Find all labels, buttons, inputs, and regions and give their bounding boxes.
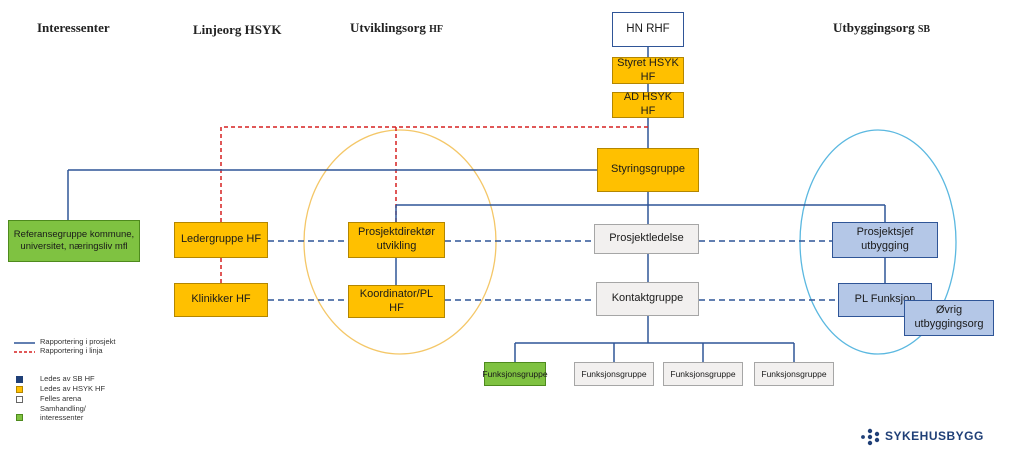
legend-rapportering-linja: Rapportering i linja: [40, 346, 103, 355]
legend-swatch-sb: [16, 376, 23, 383]
box-kontaktgruppe: Kontaktgruppe: [596, 282, 699, 316]
legend-felles-arena: Felles arena: [40, 394, 82, 403]
legend-rapportering-prosjekt: Rapportering i prosjekt: [40, 337, 116, 346]
sykehusbygg-logo-text: SYKEHUSBYGG: [885, 429, 984, 443]
box-styret-hsyk: Styret HSYK HF: [612, 57, 684, 84]
box-prosjektledelse: Prosjektledelse: [594, 224, 699, 254]
ellipse-utbyggingsorg: [799, 129, 957, 355]
sykehusbygg-logo-dots: [861, 428, 880, 446]
header-utbyggingsorg-suffix: SB: [917, 24, 931, 35]
header-utviklingsorg-main: Utviklingsorg: [350, 20, 426, 35]
legend-swatch-samhandling: [16, 414, 23, 421]
header-interessenter: Interessenter: [37, 20, 110, 35]
box-funksjonsgruppe-1: Funksjonsgruppe: [482, 362, 548, 386]
legend-swatch-hsyk: [16, 386, 23, 393]
box-klinikker: Klinikker HF: [174, 283, 268, 317]
box-hn-rhf: HN RHF: [612, 12, 684, 47]
box-ad-hsyk: AD HSYK HF: [612, 91, 684, 118]
header-linjeorg: Linjeorg HSYK: [193, 22, 282, 37]
ellipse-utviklingsorg: [303, 129, 497, 355]
box-referansegruppe: Referansegruppe kommune, universitet, næ…: [8, 220, 140, 262]
header-utbyggingsorg-main: Utbyggingsorg: [833, 20, 915, 35]
box-funksjonsgruppe-2: Funksjonsgruppe: [574, 362, 654, 386]
box-prosjektdirektor: Prosjektdirektør utvikling: [348, 222, 445, 258]
box-funksjonsgruppe-3: Funksjonsgruppe: [663, 362, 743, 386]
box-styringsgruppe: Styringsgruppe: [597, 148, 699, 192]
box-koordinator: Koordinator/PL HF: [348, 285, 445, 318]
header-utviklingsorg: Utviklingsorg HF: [350, 20, 443, 36]
legend-ledes-hsyk: Ledes av HSYK HF: [40, 384, 106, 393]
header-utviklingsorg-suffix: HF: [429, 24, 443, 35]
legend-samhandling: Samhandling/ interessenter: [40, 404, 86, 422]
box-ovrig-utbyggingsorg: Øvrig utbyggingsorg: [904, 300, 994, 336]
legend-ledes-sb: Ledes av SB HF: [40, 374, 95, 383]
box-ledergruppe: Ledergruppe HF: [174, 222, 268, 258]
box-funksjonsgruppe-4: Funksjonsgruppe: [754, 362, 834, 386]
header-utbyggingsorg: Utbyggingsorg SB: [833, 20, 930, 36]
line-linja-top: [220, 126, 648, 222]
box-prosjektsjef: Prosjektsjef utbygging: [832, 222, 938, 258]
legend-swatch-felles: [16, 396, 23, 403]
